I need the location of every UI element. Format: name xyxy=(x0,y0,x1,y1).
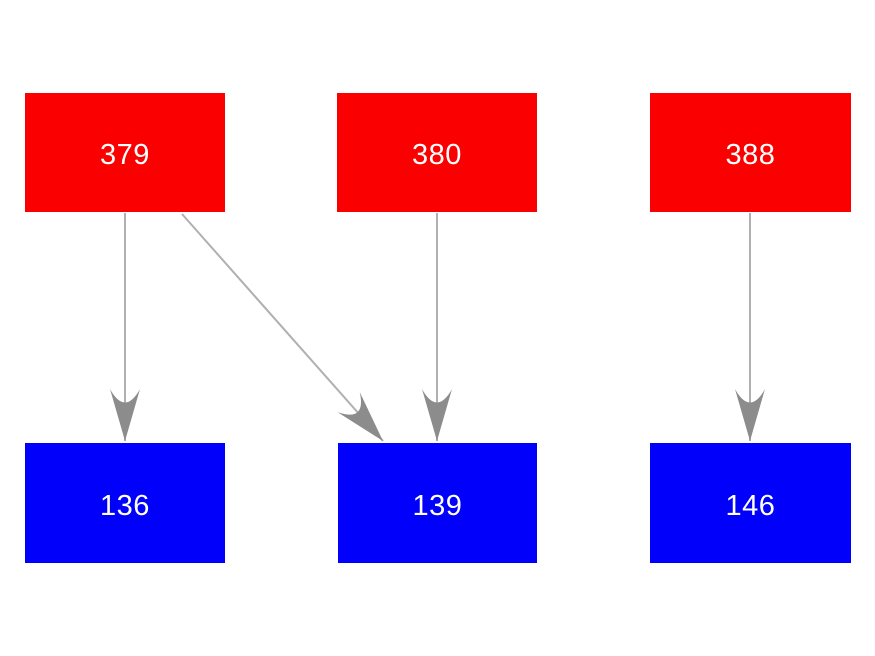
edge-group xyxy=(110,213,765,442)
node-380[interactable]: 380 xyxy=(337,93,537,212)
node-379[interactable]: 379 xyxy=(25,93,225,212)
node-label: 139 xyxy=(412,489,463,522)
node-388[interactable]: 388 xyxy=(650,93,851,212)
node-label: 388 xyxy=(725,139,776,171)
edge-379-to-139 xyxy=(181,213,384,442)
node-136[interactable]: 136 xyxy=(25,443,225,563)
node-label: 380 xyxy=(412,139,462,171)
node-label: 146 xyxy=(725,489,776,522)
node-146[interactable]: 146 xyxy=(650,443,851,563)
node-label: 136 xyxy=(100,489,150,522)
node-139[interactable]: 139 xyxy=(338,443,537,563)
node-label: 379 xyxy=(100,139,150,171)
